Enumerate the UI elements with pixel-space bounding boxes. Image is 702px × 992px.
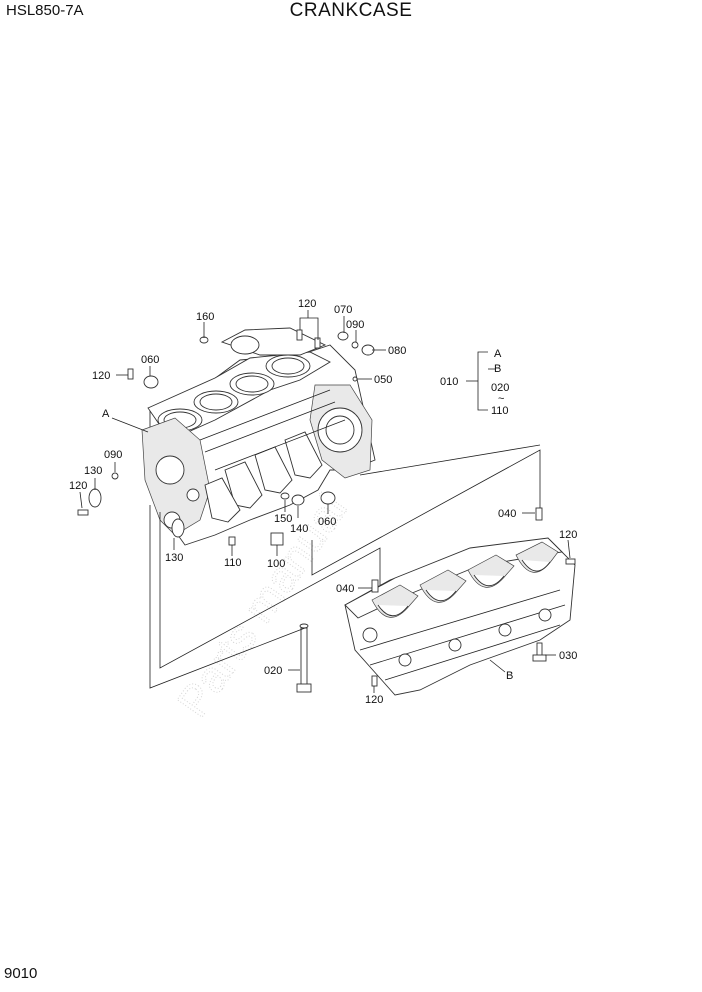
callout-B: B <box>506 670 513 682</box>
bolt-030 <box>532 642 547 662</box>
small-parts <box>77 329 576 693</box>
callout-060-right: 060 <box>318 516 336 528</box>
callout-110: 110 <box>224 557 242 569</box>
callout-040-top: 040 <box>498 508 516 520</box>
callout-050: 050 <box>374 374 392 386</box>
page-title: CRANKCASE <box>289 0 413 21</box>
callout-140: 140 <box>290 523 308 535</box>
callout-090-top: 090 <box>346 319 364 331</box>
callout-120-far: 120 <box>69 480 87 492</box>
pin-120-top-a <box>296 329 303 341</box>
seal-130-top <box>88 488 102 508</box>
legend-item-A: A <box>494 348 502 360</box>
callout-020: 020 <box>264 665 282 677</box>
model-code: HSL850-7A <box>6 2 84 19</box>
callout-080: 080 <box>388 345 406 357</box>
callout-090-left: 090 <box>104 449 122 461</box>
legend-item-B: B <box>494 363 501 375</box>
plug-070 <box>337 331 349 341</box>
callout-130-bottom: 130 <box>165 552 183 564</box>
legend-item-110: 110 <box>491 405 509 417</box>
lower-crankcase-block <box>344 537 576 696</box>
pin-120-far <box>77 509 89 516</box>
pin-120-bottom <box>371 675 378 687</box>
plug-100 <box>270 532 284 546</box>
legend-item-020: 020 <box>491 382 509 394</box>
callout-130-top: 130 <box>84 465 102 477</box>
callout-120-right: 120 <box>559 529 577 541</box>
callout-150: 150 <box>274 513 292 525</box>
callout-120-top: 120 <box>298 298 316 310</box>
legend: 010 A B 020 ~ 110 <box>440 348 509 417</box>
pin-120-left <box>127 368 134 380</box>
legend-item-tilde: ~ <box>498 393 504 405</box>
bearing-webs <box>204 431 323 523</box>
page-number: 9010 <box>4 965 38 982</box>
callout-labels: 160 120 070 090 080 060 120 050 A 090 13… <box>69 298 577 706</box>
seal-130-bottom <box>171 518 185 538</box>
bearing-saddles <box>371 541 559 618</box>
plug-110 <box>228 536 236 546</box>
callout-070: 070 <box>334 304 352 316</box>
callout-060-left: 060 <box>141 354 159 366</box>
callout-120-left: 120 <box>92 370 110 382</box>
callout-030: 030 <box>559 650 577 662</box>
dowel-040-top <box>535 507 543 521</box>
plug-090-top <box>351 341 359 349</box>
dowel-040-mid <box>371 579 379 593</box>
plug-060-right <box>320 491 336 505</box>
callout-160: 160 <box>196 311 214 323</box>
upper-crankcase-block <box>141 327 376 546</box>
plug-090-left <box>111 472 119 480</box>
legend-ref: 010 <box>440 376 458 388</box>
callout-040-mid: 040 <box>336 583 354 595</box>
plug-140 <box>291 494 305 506</box>
callout-120-bottom: 120 <box>365 694 383 706</box>
plug-150 <box>280 492 290 500</box>
pin-120-top-b <box>314 337 321 349</box>
point-050 <box>352 376 358 382</box>
plug-060-left <box>143 375 159 389</box>
leader-lines <box>79 310 571 693</box>
callout-100: 100 <box>267 558 285 570</box>
long-bolt-020 <box>296 623 312 693</box>
callout-A: A <box>102 408 110 420</box>
pin-120-right <box>565 558 576 565</box>
